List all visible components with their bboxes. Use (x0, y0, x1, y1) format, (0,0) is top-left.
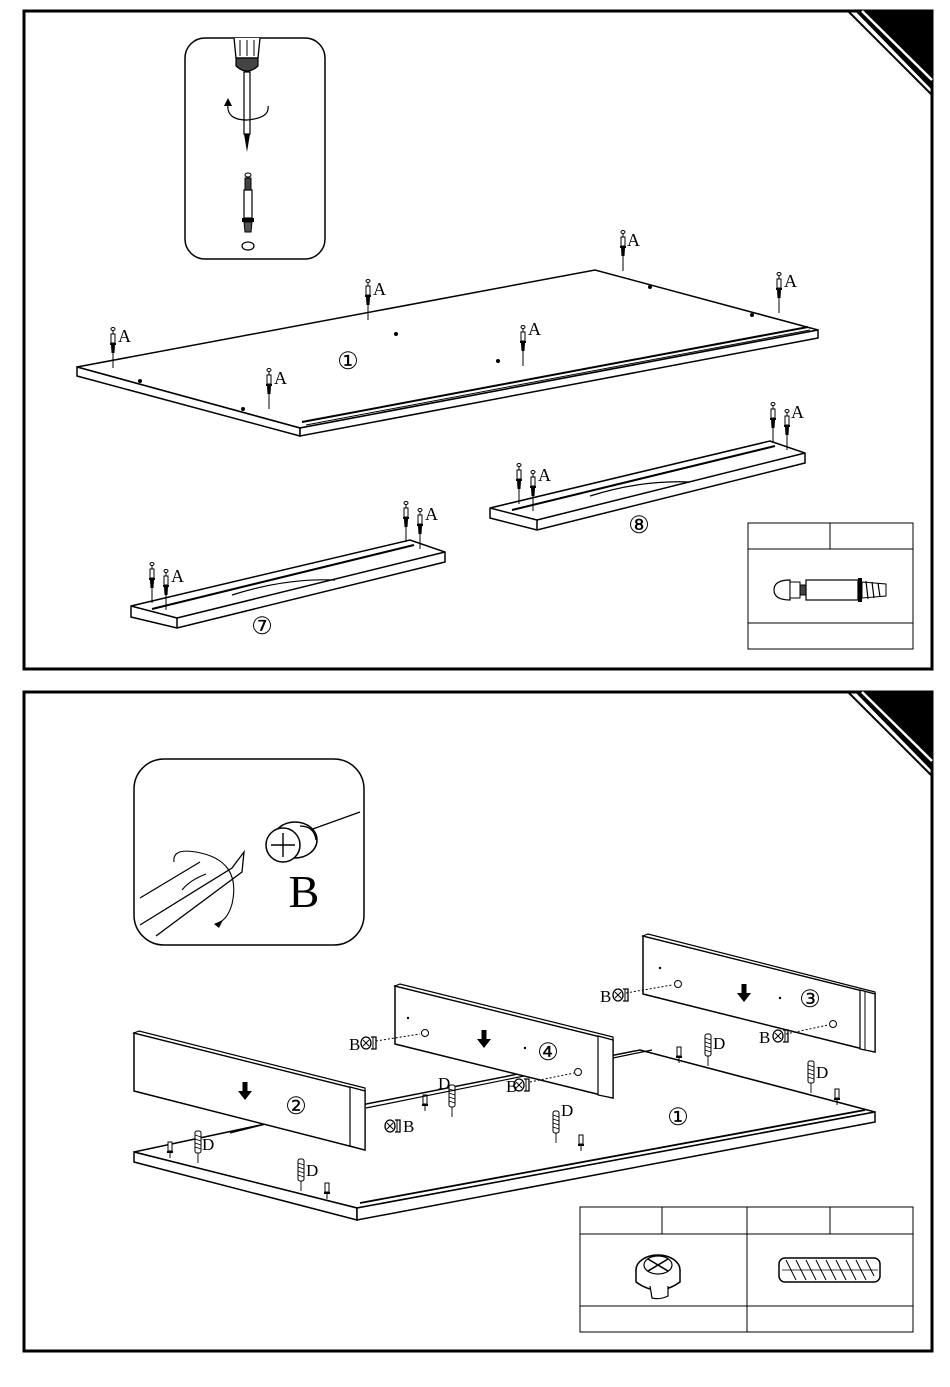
board-number: ① (667, 1105, 689, 1131)
hw-label-a: A (373, 279, 386, 299)
hw-label-a: A (627, 230, 640, 250)
board-8: A A ⑧ (490, 402, 805, 539)
hw-label-a: A (171, 566, 184, 586)
board-number: ③ (799, 987, 821, 1013)
cam-lock-inset: B (134, 759, 364, 945)
step-2-panel: B ① D D D D D D (24, 692, 932, 1351)
screwdriver-inset (185, 38, 325, 259)
hw-label-d: D (438, 1074, 450, 1093)
hw-label-a: A (784, 271, 797, 291)
hw-label-b: B (600, 987, 611, 1006)
board-1: A A A A A A ① (77, 230, 818, 436)
hw-label-d: D (713, 1034, 725, 1053)
board-number: ② (285, 1094, 307, 1120)
inset-label: B (289, 866, 320, 917)
hw-label-b: B (403, 1117, 414, 1136)
hw-label-d: D (306, 1161, 318, 1180)
hw-label-b: B (506, 1077, 517, 1096)
hw-label-a: A (425, 504, 438, 524)
hw-label-d: D (202, 1135, 214, 1154)
board-7: A A ⑦ (131, 502, 445, 641)
hw-label-b: B (349, 1035, 360, 1054)
board-number: ⑧ (628, 513, 650, 539)
hw-label-d: D (561, 1101, 573, 1120)
board-3: ③ B B (600, 934, 875, 1052)
board-number: ④ (537, 1040, 559, 1066)
hw-label-a: A (118, 326, 131, 346)
hardware-table-a (748, 523, 913, 649)
corner-tab (848, 692, 932, 776)
hw-label-a: A (274, 368, 287, 388)
hw-label-a: A (791, 402, 804, 422)
board-number: ① (337, 349, 359, 375)
corner-tab (848, 11, 932, 95)
hardware-table-bd (580, 1207, 913, 1332)
hw-label-a: A (538, 465, 551, 485)
step-1-panel: A A A A A A ① A A ⑧ (24, 11, 932, 669)
hw-label-b: B (759, 1028, 770, 1047)
dowel-icon (779, 1258, 880, 1282)
board-number: ⑦ (251, 614, 273, 640)
hw-label-a: A (528, 319, 541, 339)
hw-label-d: D (816, 1063, 828, 1082)
